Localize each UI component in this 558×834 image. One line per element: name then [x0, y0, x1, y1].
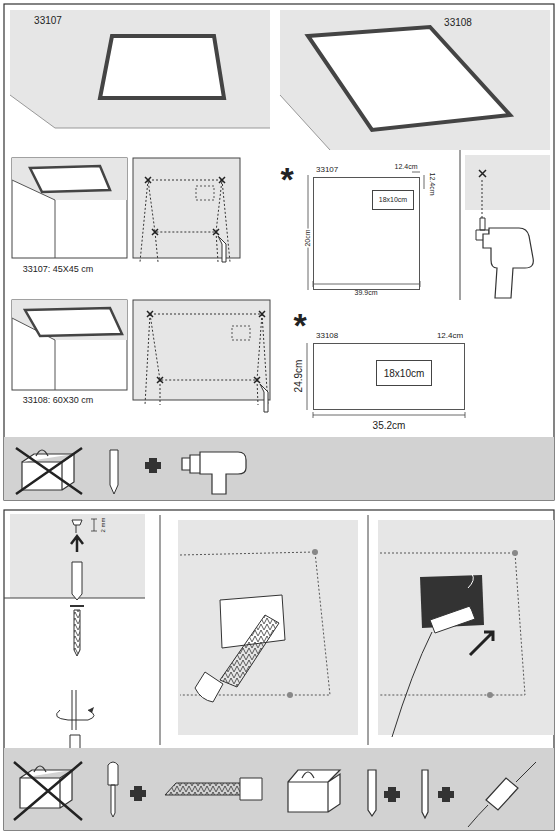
asterisk: *: [280, 161, 293, 198]
model-number: 33108: [316, 332, 338, 341]
model-number: 33107: [34, 15, 62, 26]
size-caption: 33107: 45X45 cm: [23, 265, 94, 275]
template-sheet: 3310818x10cm: [313, 343, 465, 410]
asterisk: *: [293, 307, 306, 344]
dimension: 12.4cm: [395, 163, 418, 171]
size-caption: 33108: 60X30 cm: [23, 396, 94, 406]
cutout-box: 18x10cm: [372, 190, 414, 210]
dimension: 20cm: [304, 228, 312, 247]
dimension: 35.2cm: [373, 420, 406, 431]
cutout-box: 18x10cm: [376, 360, 432, 386]
gap-dimension: 2 mm: [100, 518, 107, 533]
dimension: 39.9cm: [355, 289, 378, 297]
template-sheet: 3310718x10cm: [313, 177, 420, 290]
dimension: 12.4cm: [437, 332, 463, 341]
model-number: 33107: [316, 166, 338, 175]
cutout-size: 18x10cm: [379, 196, 407, 204]
cutout-size: 18x10cm: [384, 368, 425, 379]
model-number: 33108: [444, 17, 472, 28]
dimension: 24.9cm: [293, 360, 304, 393]
dimension: 12.4cm: [428, 173, 436, 196]
